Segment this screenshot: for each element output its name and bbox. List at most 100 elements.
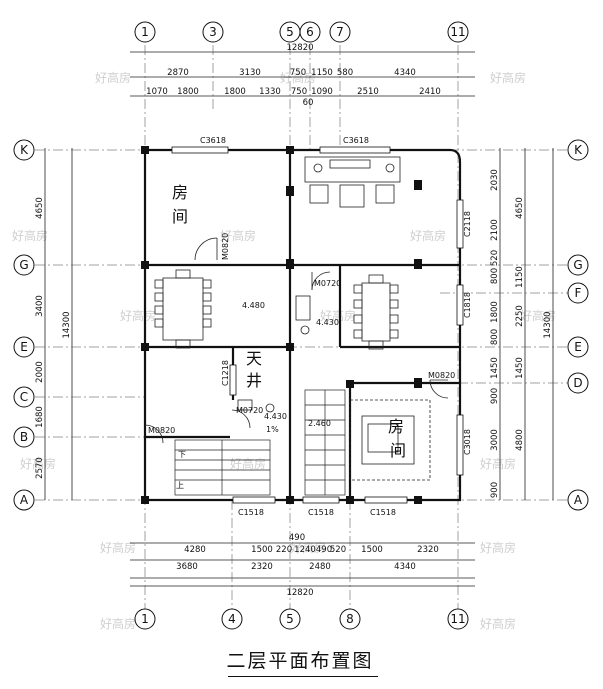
svg-text:60: 60 xyxy=(303,98,314,108)
svg-text:220: 220 xyxy=(276,545,292,555)
svg-text:4800: 4800 xyxy=(515,429,525,451)
svg-text:520: 520 xyxy=(490,250,500,266)
svg-text:2870: 2870 xyxy=(167,68,189,78)
svg-text:2000: 2000 xyxy=(35,361,45,383)
watermark: 好高房 xyxy=(520,308,556,323)
svg-text:490: 490 xyxy=(289,533,305,543)
furniture xyxy=(154,156,431,481)
svg-text:M0720: M0720 xyxy=(314,279,341,288)
axis-bubble-top-1: 1 xyxy=(134,21,156,43)
watermark: 好高房 xyxy=(480,540,516,555)
svg-text:E: E xyxy=(20,340,28,354)
svg-text:C1518: C1518 xyxy=(370,508,396,517)
svg-text:1450: 1450 xyxy=(515,357,525,379)
svg-text:750: 750 xyxy=(290,68,306,78)
svg-text:C3618: C3618 xyxy=(343,136,369,145)
stair-down: 下 xyxy=(178,450,186,459)
axis-bubble-top-5: 5 xyxy=(279,21,301,43)
axis-bubble-bottom-5: 5 xyxy=(279,608,301,630)
watermark: 好高房 xyxy=(410,228,446,243)
axis-bubble-right-D: D xyxy=(567,372,589,394)
svg-text:G: G xyxy=(19,258,28,272)
svg-text:3680: 3680 xyxy=(176,562,198,572)
svg-text:1: 1 xyxy=(141,612,149,626)
svg-text:2030: 2030 xyxy=(490,169,500,191)
watermark: 好高房 xyxy=(490,70,526,85)
stair-up: 上 xyxy=(176,481,184,490)
structural-columns[interactable] xyxy=(141,146,422,504)
svg-text:C1818: C1818 xyxy=(463,292,472,318)
svg-text:K: K xyxy=(20,143,29,157)
svg-text:B: B xyxy=(20,430,28,444)
svg-text:1800: 1800 xyxy=(490,301,500,323)
axis-bubble-top-11: 11 xyxy=(447,21,469,43)
svg-text:11: 11 xyxy=(450,25,465,39)
svg-text:2320: 2320 xyxy=(251,562,273,572)
svg-text:900: 900 xyxy=(490,388,500,404)
svg-text:2480: 2480 xyxy=(309,562,331,572)
axis-bubble-left-B: B xyxy=(13,426,35,448)
svg-text:1070: 1070 xyxy=(146,87,168,97)
svg-text:1: 1 xyxy=(141,25,149,39)
svg-text:490: 490 xyxy=(316,545,332,555)
annotation-text: 4.480 4.430 4.430 2.460 1% 下 上 C3618 C36… xyxy=(148,136,472,517)
watermark: 好高房 xyxy=(320,308,356,323)
watermark: 好高房 xyxy=(220,228,256,243)
room-labels: 房 间 房 间 天 井 xyxy=(172,183,406,460)
svg-text:14300: 14300 xyxy=(543,311,553,338)
watermark: 好高房 xyxy=(100,540,136,555)
courtyard-label: 天 xyxy=(246,349,262,368)
svg-text:11: 11 xyxy=(450,612,465,626)
watermark: 好高房 xyxy=(120,308,156,323)
svg-text:C1518: C1518 xyxy=(308,508,334,517)
svg-text:1450: 1450 xyxy=(490,357,500,379)
svg-text:4340: 4340 xyxy=(394,68,416,78)
svg-text:3000: 3000 xyxy=(490,429,500,451)
axis-bubble-right-G: G xyxy=(567,254,589,276)
room-label: 间 xyxy=(172,207,188,226)
svg-text:5: 5 xyxy=(286,612,294,626)
svg-text:1500: 1500 xyxy=(251,545,273,555)
svg-text:2570: 2570 xyxy=(35,457,45,479)
watermark: 好高房 xyxy=(100,616,136,631)
room-label: 间 xyxy=(390,441,406,460)
drawing-title: 二层平面布置图 xyxy=(226,650,374,672)
dim-bottom-total: 12820 xyxy=(286,588,313,598)
title-underline xyxy=(228,676,378,677)
svg-text:1800: 1800 xyxy=(224,87,246,97)
axis-bubble-left-K: K xyxy=(13,139,35,161)
axis-bubble-bottom-4: 4 xyxy=(221,608,243,630)
svg-text:1240: 1240 xyxy=(294,545,316,555)
svg-text:3: 3 xyxy=(209,25,217,39)
svg-text:7: 7 xyxy=(336,25,344,39)
watermark: 好高房 xyxy=(480,456,516,471)
watermark: 好高房 xyxy=(290,540,326,555)
axis-bubble-left-E: E xyxy=(13,336,35,358)
svg-text:4280: 4280 xyxy=(184,545,206,555)
watermark: 好高房 xyxy=(95,70,131,85)
room-label: 房 xyxy=(172,183,188,202)
svg-text:750: 750 xyxy=(291,87,307,97)
svg-text:1150: 1150 xyxy=(311,68,333,78)
svg-text:K: K xyxy=(574,143,583,157)
axis-bubbles: 1 3 5 6 7 11 1 4 5 8 11 K G E C B A K G … xyxy=(13,21,589,630)
svg-text:1680: 1680 xyxy=(35,406,45,428)
courtyard-label: 井 xyxy=(246,371,262,390)
dim-top-total: 12820 xyxy=(286,43,313,53)
elevation-mark: 4.430 xyxy=(264,412,287,421)
svg-text:6: 6 xyxy=(306,25,314,39)
axis-bubble-top-7: 7 xyxy=(329,21,351,43)
svg-text:14300: 14300 xyxy=(62,311,72,338)
watermark: 好高房 xyxy=(280,70,316,85)
elevation-mark: 4.480 xyxy=(242,301,265,310)
svg-text:1330: 1330 xyxy=(259,87,281,97)
watermark: 好高房 xyxy=(12,228,48,243)
svg-text:C2118: C2118 xyxy=(463,211,472,237)
svg-text:4340: 4340 xyxy=(394,562,416,572)
axis-bubble-left-A: A xyxy=(13,489,35,511)
svg-text:1150: 1150 xyxy=(515,266,525,288)
svg-text:4650: 4650 xyxy=(35,197,45,219)
axis-grid-lines xyxy=(35,45,570,610)
svg-text:2100: 2100 xyxy=(490,219,500,241)
